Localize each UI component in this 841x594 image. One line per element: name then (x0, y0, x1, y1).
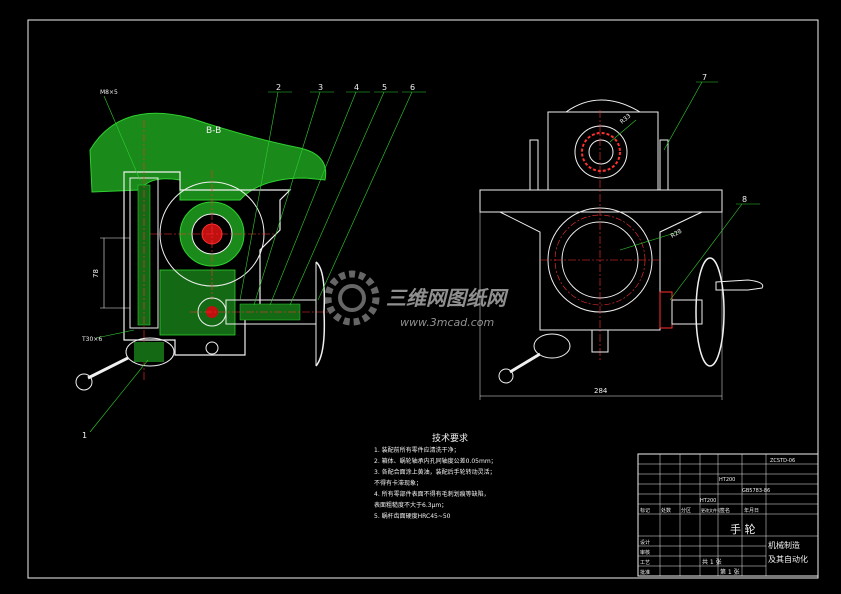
callout-2: 2 (276, 83, 281, 92)
leader-8 (669, 203, 743, 301)
sheet-count: 共 1 张 (702, 558, 722, 566)
callout-7: 7 (702, 73, 707, 82)
right-knob (533, 333, 571, 359)
role-approve: 批准 (640, 569, 650, 576)
school-name: 机械制造 (768, 540, 800, 550)
tech-req-line: 表面粗糙度不大于6.3μm； (374, 501, 447, 509)
leader-T30 (95, 329, 135, 339)
sheet-number: 第 1 张 (720, 568, 740, 576)
leader-thread (103, 95, 141, 181)
body-outline (499, 211, 703, 331)
bearing-outer (574, 125, 628, 179)
handle-lever (87, 356, 129, 380)
drawing-title: 手 轮 (730, 522, 756, 536)
leader-1 (89, 359, 149, 433)
bolt-left (529, 139, 539, 191)
handwheel-grip (715, 279, 764, 291)
leader-r-bearing (609, 119, 637, 143)
title-block-frame (637, 453, 819, 577)
leader-3 (253, 91, 321, 306)
row-date: 年月日 (744, 507, 759, 514)
row-mark: 标记 (640, 507, 650, 514)
lower-knob-hatch (134, 342, 164, 362)
thread-label: M8×5 (100, 89, 118, 96)
drain-plug (591, 329, 609, 353)
dim-284: 284 (594, 387, 608, 395)
callout-4: 4 (354, 83, 359, 92)
handwheel-hub (671, 299, 703, 325)
tech-req-line: 4. 所有零部件表面不得有毛刺划痕等缺陷， (374, 490, 490, 498)
tech-req-line: 不得有卡滞现象； (374, 479, 422, 487)
t30-label: T30×6 (81, 336, 102, 343)
right-front-view (479, 81, 764, 400)
code-4: HT200 (700, 498, 716, 504)
tech-req-lines: 1. 装配前所有零件应清洗干净； 2. 箱体、蜗轮轴承内孔同轴度公差0.05mm；… (374, 446, 497, 520)
title-block (637, 453, 819, 577)
handwheel-side (315, 261, 326, 367)
major-name: 及其自动化 (768, 554, 808, 564)
dim-78: 78 (92, 269, 100, 278)
nut-bottom (205, 341, 219, 355)
radius-label: R33 (619, 112, 633, 125)
leader-5 (289, 91, 385, 306)
row-sign: 签名 (720, 507, 730, 514)
role-review: 审核 (640, 549, 650, 556)
tech-req-line: 2. 箱体、蜗轮轴承内孔同轴度公差0.05mm； (374, 457, 497, 465)
lower-block-hatch (159, 269, 236, 336)
callout-6: 6 (410, 83, 415, 92)
watermark-brand: 三维网图纸网 (386, 286, 509, 310)
callout-3: 3 (318, 83, 323, 92)
bearing-inner (588, 139, 614, 165)
leader-7 (663, 81, 703, 151)
left-section-view (75, 91, 426, 433)
tech-req-line: 3. 各配合面涂上黄油，装配后手轮转动灵活； (374, 468, 496, 476)
vertical-shaft-core (137, 184, 151, 326)
scale-dial (659, 291, 673, 329)
section-label: B-B (206, 126, 221, 136)
radius-label-2: R28 (670, 228, 684, 240)
sheet-border (27, 19, 819, 579)
row-change: 更改文件号 (701, 507, 721, 513)
handwheel (695, 257, 725, 367)
gear-logo-icon (324, 270, 380, 326)
gear-logo-core (338, 284, 366, 312)
callout-5: 5 (382, 83, 387, 92)
code-2: HT200 (719, 477, 735, 483)
row-zone: 分区 (681, 507, 691, 514)
handle-ball (75, 373, 93, 391)
tech-req-line: 5. 蜗杆齿面硬度HRC45~50 (374, 512, 451, 520)
leader-2 (239, 91, 279, 301)
mount-flange (479, 189, 723, 213)
housing-outline (123, 171, 292, 356)
row-count: 处数 (661, 507, 671, 514)
watermark-url: www.3mcad.com (400, 316, 494, 329)
code-3: GB5783-86 (742, 488, 770, 494)
right-lever-ball (498, 368, 514, 384)
tech-req-title: 技术要求 (432, 432, 468, 444)
bearing-balls (581, 132, 621, 172)
bolt-right (659, 139, 669, 191)
lower-knob (125, 337, 175, 367)
top-cap (565, 99, 641, 113)
role-process: 工艺 (640, 560, 650, 566)
role-design: 设计 (640, 539, 650, 546)
watermark-logo (324, 270, 380, 326)
callout-1: 1 (82, 431, 87, 440)
right-lever (509, 352, 541, 374)
leader-r-body (619, 231, 679, 251)
tech-req-line: 1. 装配前所有零件应清洗干净； (374, 446, 460, 454)
code-1: ZCSTD-06 (770, 458, 795, 464)
leader-4 (269, 91, 357, 306)
leader-6 (317, 91, 413, 301)
callout-8: 8 (742, 195, 747, 204)
